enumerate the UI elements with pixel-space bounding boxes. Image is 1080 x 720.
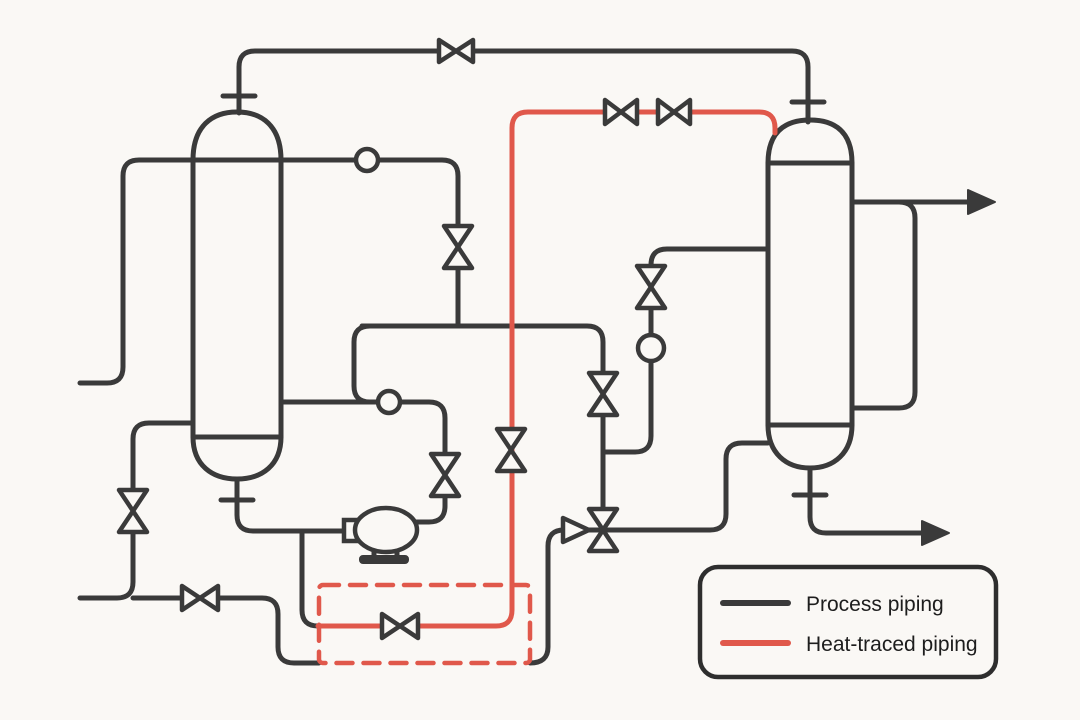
right-column-vessel [765,117,855,471]
pipe-pump-discharge [278,399,448,525]
valve-icon-heat-trace-run [379,611,421,641]
flow-arrow-icon-top-product [967,189,996,215]
instrument-circle-upper-header [353,146,381,174]
valve-icon-upper-header [441,223,475,271]
pipe-bottom-left-inlet [130,595,322,666]
valve-icon-pump-discharge [428,451,462,499]
pipe-riser [351,323,373,405]
legend: Process piping Heat-traced piping [697,564,999,680]
pump-baseplate [359,555,409,564]
pump-icon [341,505,420,564]
pipe-instrument-branch [600,246,771,455]
pipe-side-loop [849,199,918,411]
flow-arrows [921,189,996,546]
legend-process-label: Process piping [806,593,944,616]
heat-trace-zone-boundary [316,582,533,666]
instrument-circle-branch [635,332,667,364]
pipe-pump-suction [234,476,347,534]
pipe-top-overhead-line [236,48,811,125]
valve-icon-bottom-inlet [179,583,221,613]
valve-icon-heat-trace-1 [602,97,640,127]
valves [116,37,693,641]
pipe-bottoms-product [807,465,927,536]
valve-icon-heat-trace-2 [655,97,693,127]
instruments [353,146,667,416]
pipe-to-right-vessel-feed [586,440,771,533]
legend-box [697,564,999,680]
pipe-left-drain [77,420,196,601]
pump-casing [352,505,420,555]
flanges [218,93,829,503]
valve-icon-top-overhead [436,37,476,65]
valve-icon-feed-junction [586,506,620,554]
pipe-bottom-run [527,527,567,666]
flow-arrow-icon-bottoms-product [921,520,950,546]
legend-heat-traced-label: Heat-traced piping [806,633,978,656]
left-column-vessel [190,109,284,482]
heat-traced-pipe [315,109,778,629]
pipe-heat-trace-feed-drop [299,528,321,629]
valve-icon-mid-riser [586,370,620,418]
valve-icon-heat-trace-riser [494,426,528,474]
pipe-left-upper-header [77,157,461,386]
pipe-mid-header [359,323,606,533]
instrument-circle-discharge [375,388,403,416]
valve-icon-left-drain [116,487,150,535]
valve-icon-instrument-branch [634,263,668,311]
check-valve-icon [560,515,592,545]
